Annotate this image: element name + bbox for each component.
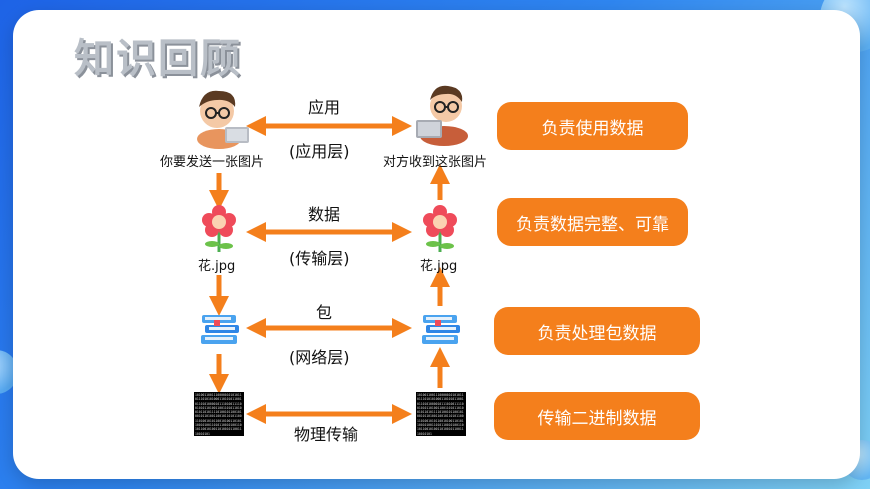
caption-flower-right: 花.jpg (420, 259, 458, 274)
caption-send-image: 你要发送一张图片 (160, 155, 265, 170)
label-app-layer: (应用层) (289, 142, 350, 161)
flower-icon (423, 205, 457, 252)
label-physical: 物理传输 (294, 425, 359, 444)
label-data: 数据 (308, 205, 341, 224)
caption-receive-image: 对方收到这张图片 (383, 155, 488, 170)
page-title: 知识回顾 (74, 36, 242, 82)
book-stack-icon (201, 315, 239, 344)
pill-transmit-binary: 传输二进制数据 (494, 392, 700, 440)
pill-process-packet: 负责处理包数据 (494, 307, 700, 355)
book-stack-icon (422, 315, 460, 344)
label-app: 应用 (308, 98, 341, 117)
boy-laptop-icon (197, 90, 249, 149)
boy-laptop-icon (416, 85, 468, 146)
label-network-layer: (网络层) (289, 348, 350, 367)
pill-use-data: 负责使用数据 (497, 102, 688, 150)
binary-data-icon: 1010011001110000010101011011101010100011… (194, 392, 244, 436)
pill-data-integrity: 负责数据完整、可靠 (497, 198, 688, 246)
label-packet: 包 (316, 303, 333, 322)
binary-data-icon: 1010011001110000010101011011101010100011… (416, 392, 466, 436)
flower-icon (202, 205, 236, 252)
caption-flower-left: 花.jpg (198, 259, 236, 274)
label-transport-layer: (传输层) (289, 249, 350, 268)
